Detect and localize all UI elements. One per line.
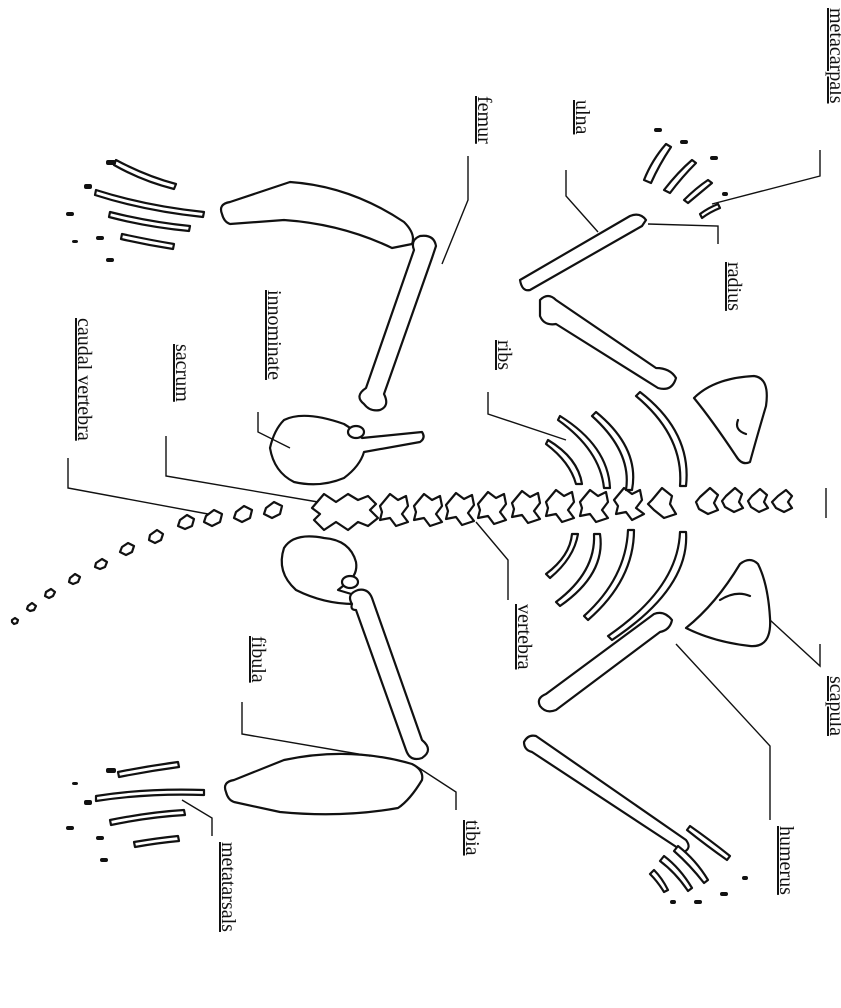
caudal-7 — [95, 559, 107, 569]
vertebra-8 — [546, 490, 574, 522]
leader-ribs — [488, 392, 566, 440]
metatarsal-top-1 — [114, 160, 176, 189]
leader-femur — [442, 156, 468, 264]
caudal-8 — [69, 574, 80, 584]
forelimb-bottom — [524, 613, 730, 892]
label-ribs: ribs — [493, 340, 515, 370]
label-innominate: innominate — [263, 290, 285, 380]
vertebra-6 — [614, 488, 644, 520]
caudal-3 — [204, 510, 222, 526]
vertebra-4 — [696, 488, 718, 514]
forelimb-top — [520, 144, 720, 389]
radius-ulna-top — [520, 215, 646, 291]
vertebra-11 — [446, 493, 474, 525]
vertebra-12 — [414, 494, 442, 526]
metatarsal-bottom-1 — [118, 762, 179, 777]
rib-lower-3 — [556, 534, 601, 606]
caudal-10 — [27, 603, 36, 611]
caudal-11 — [12, 618, 18, 624]
vertebra-2 — [748, 489, 768, 512]
vertebra-10 — [478, 492, 506, 524]
caudal-1 — [264, 502, 282, 518]
innominate-bottom-bone — [282, 536, 360, 604]
scapula-left-bone — [694, 376, 767, 463]
label-scapula: scapula — [825, 676, 841, 736]
label-fibula: fibula — [247, 636, 269, 683]
label-vertebra: vertebra — [513, 604, 535, 670]
metacarpal-top-1 — [644, 144, 671, 183]
caudal-4 — [178, 515, 194, 529]
leader-caudal — [68, 458, 208, 514]
humerus-right — [539, 613, 672, 711]
label-humerus: humerus — [775, 826, 797, 895]
label-femur: femur — [473, 96, 495, 144]
caudal-5 — [149, 530, 163, 543]
leader-ulna — [566, 170, 598, 232]
acetabulum-top — [348, 426, 364, 438]
metatarsal-bottom-2 — [96, 790, 204, 801]
label-ulna: ulna — [571, 100, 593, 135]
leader-metacarpals — [712, 150, 820, 204]
rib-upper-1 — [636, 392, 687, 486]
label-caudal-vertebra: caudal vertebra — [73, 318, 95, 441]
acetabulum-bottom — [342, 576, 358, 588]
label-metacarpals: metacarpals — [825, 8, 841, 104]
metatarsal-top-4 — [121, 234, 174, 249]
rib-lower-4 — [546, 534, 578, 578]
leader-radius — [648, 224, 718, 244]
caudal-2 — [234, 506, 252, 522]
label-metatarsals: metatarsals — [217, 842, 239, 932]
tibia-fibula-top — [221, 182, 413, 248]
metatarsal-bottom-4 — [134, 836, 179, 847]
label-radius: radius — [723, 262, 745, 311]
sacrum-bone — [312, 494, 378, 530]
metacarpal-top-2 — [664, 160, 696, 193]
femur-top — [359, 236, 436, 411]
innominate-top-bone — [270, 416, 424, 484]
vertebra-1 — [772, 490, 792, 512]
metacarpal-top-4 — [700, 204, 720, 218]
caudal-9 — [45, 589, 55, 598]
leader-fibula — [242, 702, 370, 756]
label-tibia: tibia — [461, 820, 483, 856]
leader-vertebra — [476, 522, 508, 600]
vertebra-7 — [580, 490, 608, 522]
label-sacrum: sacrum — [171, 344, 193, 402]
rib-upper-4 — [546, 440, 582, 484]
metacarpal-bottom-4 — [650, 870, 668, 892]
metacarpal-top-3 — [684, 180, 712, 203]
metatarsal-bottom-3 — [110, 810, 185, 825]
radius-ulna-bottom — [524, 736, 689, 852]
humerus-left — [540, 296, 676, 389]
leader-metatarsals — [182, 800, 212, 836]
tibia-fibula-bottom — [225, 754, 422, 814]
leader-humerus — [676, 644, 770, 820]
leader-scapula — [770, 620, 820, 666]
femur-bottom — [350, 590, 428, 759]
vertebra-13 — [380, 494, 408, 526]
vertebra-9 — [512, 491, 540, 523]
vertebra-3 — [722, 488, 743, 512]
metacarpal-bottom-1 — [687, 826, 730, 860]
hindlimb-bottom — [96, 590, 428, 847]
vertebra-5 — [648, 488, 676, 518]
scapula-right-bone — [686, 560, 770, 646]
caudal-6 — [120, 543, 134, 555]
